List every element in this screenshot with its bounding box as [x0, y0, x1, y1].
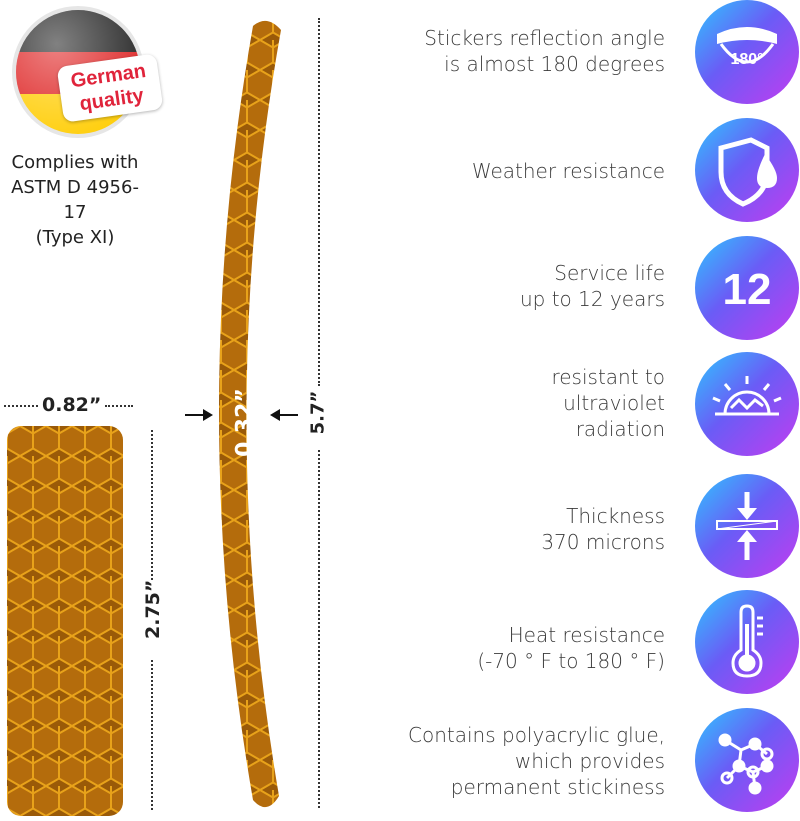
german-quality-badge: German quality: [8, 2, 164, 142]
feature-thickness-text: Thickness 370 microns: [541, 504, 665, 554]
feature-heat-text: Heat resistance (-70 ° F to 180 ° F): [477, 623, 665, 673]
width-dim-dots-left: [4, 405, 38, 407]
number-12-icon: 12: [695, 236, 799, 340]
feature-reflection-text: Stickers reflection angle is almost 180 …: [424, 26, 665, 76]
strip-arrow-right-icon: [268, 405, 298, 430]
strip-width-label: 0.32”: [232, 388, 258, 457]
angle-180-icon: 180°: [695, 0, 799, 104]
shield-drop-icon: [695, 118, 799, 222]
height-dim-dots-top: [151, 430, 153, 580]
feature-service-life-text: Service life up to 12 years: [519, 261, 665, 311]
molecule-icon: [695, 708, 799, 812]
strip-arrow-left-icon: [185, 405, 215, 430]
feature-uv-text: resistant to ultraviolet radiation: [551, 365, 665, 441]
svg-text:12: 12: [723, 265, 772, 314]
rect-width-label: 0.82”: [42, 394, 102, 416]
length-dim-dots-bottom: [318, 450, 320, 808]
strip-length-label: 5.7”: [307, 390, 329, 435]
rectangle-sticker: [7, 426, 123, 816]
feature-weather-text: Weather resistance: [471, 159, 665, 183]
width-dim-dots-right: [105, 405, 133, 407]
length-dim-dots-top: [318, 18, 320, 386]
compliance-text: Complies with ASTM D 4956-17 (Type XI): [11, 152, 139, 248]
svg-text:180°: 180°: [730, 51, 763, 68]
rect-height-label: 2.75”: [142, 579, 164, 639]
height-dim-dots-bottom: [151, 660, 153, 810]
sun-uv-icon: [695, 352, 799, 456]
thermometer-icon: [695, 590, 799, 694]
curved-strip-sticker: [195, 10, 315, 815]
feature-glue-text: Contains polyacrylic glue, which provide…: [408, 723, 665, 799]
thickness-icon: [695, 474, 799, 578]
